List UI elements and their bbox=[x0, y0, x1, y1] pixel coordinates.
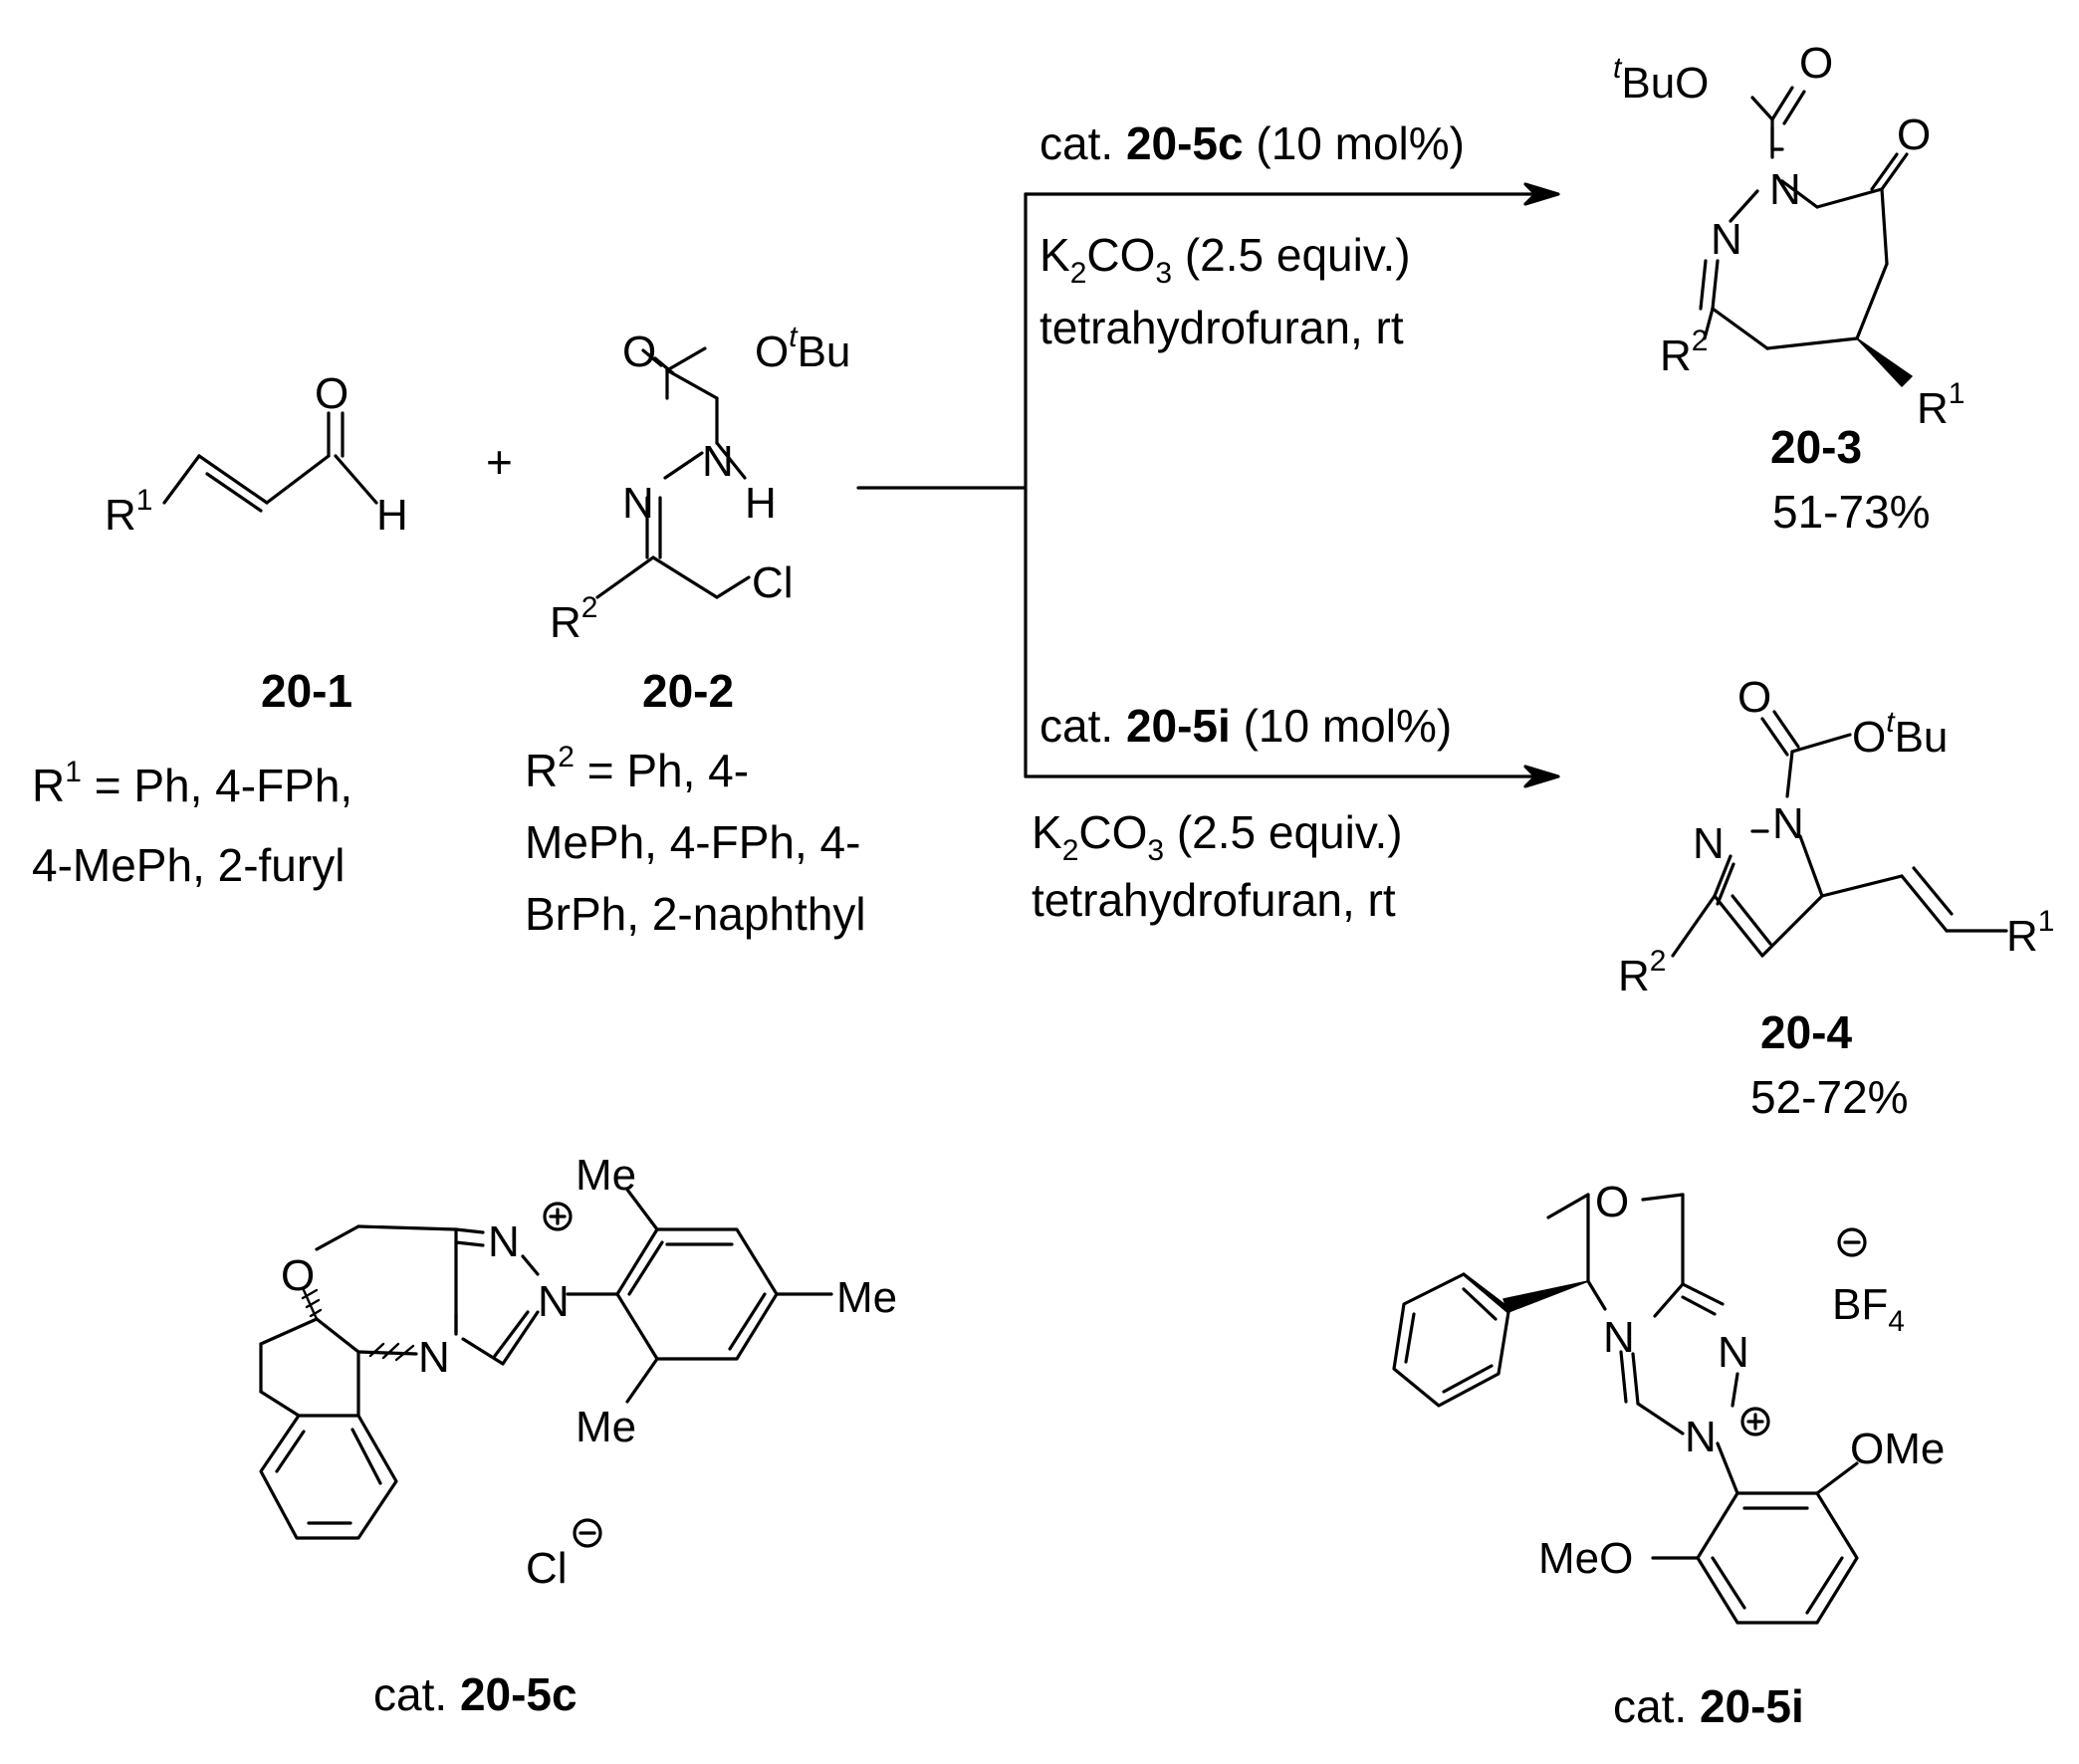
methoxy-right-label: OMe bbox=[1850, 1425, 1945, 1473]
imine-nitrogen-label: N bbox=[622, 479, 654, 528]
catalyst-20-5i-label: cat. 20-5i bbox=[1613, 1680, 1804, 1732]
negative-charge-icon bbox=[1837, 1227, 1867, 1257]
catalyst-20-5c-label: cat. 20-5c bbox=[373, 1668, 578, 1720]
oxazepine-oxygen-label: O bbox=[281, 1251, 315, 1300]
triazolium-n4-label: N bbox=[1603, 1313, 1635, 1362]
r2-group-label: R2 bbox=[550, 591, 597, 647]
reaction-arrows bbox=[856, 182, 1560, 788]
compound-20-1-scope-line2: 4-MePh, 2-furyl bbox=[32, 839, 345, 891]
ester-oxygen-label: OtBu bbox=[755, 321, 850, 376]
carbonyl-oxygen-label: O bbox=[622, 328, 656, 376]
r2-group-label: R2 bbox=[1618, 945, 1666, 1000]
pyrazole-n2-label: N bbox=[1693, 819, 1725, 868]
triazolium-n2-label: N bbox=[538, 1277, 570, 1326]
plus-sign: + bbox=[486, 436, 513, 488]
top-conditions-base: K2CO3 (2.5 equiv.) bbox=[1040, 229, 1411, 290]
compound-20-3-yield: 51-73% bbox=[1772, 486, 1931, 538]
catalyst-20-5i-structure: O N N N OMe MeO BF4 bbox=[1392, 1178, 1945, 1625]
compound-20-1-structure: O H R1 bbox=[105, 369, 408, 540]
ring-carbonyl-oxygen-label: O bbox=[1897, 110, 1931, 159]
carbonyl-oxygen-label: O bbox=[1799, 39, 1833, 88]
top-conditions-solvent: tetrahydrofuran, rt bbox=[1040, 302, 1404, 353]
aldehyde-hydrogen-label: H bbox=[376, 491, 408, 540]
r1-group-label: R1 bbox=[2006, 905, 2054, 961]
compound-20-2-id: 20-2 bbox=[642, 665, 734, 717]
positive-charge-icon bbox=[543, 1202, 573, 1231]
morpholine-oxygen-label: O bbox=[1595, 1178, 1629, 1226]
r2-group-label: R2 bbox=[1660, 325, 1708, 380]
triazolium-n1-label: N bbox=[488, 1217, 520, 1266]
compound-20-1-scope-line1: R1 = Ph, 4-FPh, bbox=[32, 756, 352, 811]
compound-20-2-structure: O OtBu N H N Cl R2 bbox=[550, 321, 850, 647]
compound-20-2-scope-line3: BrPh, 2-naphthyl bbox=[525, 888, 866, 940]
bottom-conditions-catalyst: cat. 20-5i (10 mol%) bbox=[1040, 700, 1452, 752]
aldehyde-oxygen-label: O bbox=[315, 369, 348, 418]
ring-nitrogen-label: N bbox=[1769, 165, 1801, 214]
top-conditions-catalyst: cat. 20-5c (10 mol%) bbox=[1040, 117, 1465, 169]
triazolium-n1-label: N bbox=[1718, 1328, 1749, 1377]
pyrazole-n1-label: N bbox=[1772, 799, 1804, 848]
r1-group-label: R1 bbox=[105, 484, 152, 540]
bottom-conditions-base: K2CO3 (2.5 equiv.) bbox=[1032, 806, 1403, 867]
triazolium-n2-label: N bbox=[1685, 1413, 1717, 1461]
r1-group-label: R1 bbox=[1917, 377, 1964, 433]
compound-20-2-scope-line2: MePh, 4-FPh, 4- bbox=[525, 816, 860, 868]
tbuo-label: tBuO bbox=[1613, 52, 1709, 108]
methyl-para-label: Me bbox=[836, 1273, 897, 1322]
triazolium-n4-label: N bbox=[418, 1333, 450, 1382]
bottom-conditions-solvent: tetrahydrofuran, rt bbox=[1032, 874, 1396, 926]
compound-20-4-structure: O OtBu N N R2 R1 bbox=[1618, 673, 2054, 1000]
chloride-counterion-label: Cl bbox=[526, 1544, 568, 1593]
positive-charge-icon bbox=[1740, 1407, 1770, 1436]
methyl-top-label: Me bbox=[576, 1151, 636, 1200]
methyl-bottom-label: Me bbox=[576, 1403, 636, 1451]
chloride-label: Cl bbox=[752, 558, 794, 607]
nh-nitrogen-label: N bbox=[702, 437, 734, 486]
carbonyl-oxygen-label: O bbox=[1737, 673, 1771, 722]
imine-nitrogen-label: N bbox=[1711, 215, 1742, 264]
compound-20-3-id: 20-3 bbox=[1770, 421, 1862, 473]
compound-20-4-yield: 52-72% bbox=[1750, 1071, 1909, 1123]
compound-20-2-scope-line1: R2 = Ph, 4- bbox=[525, 741, 749, 796]
compound-20-4-id: 20-4 bbox=[1760, 1006, 1852, 1058]
ester-oxygen-label: OtBu bbox=[1852, 706, 1948, 762]
nh-hydrogen-label: H bbox=[745, 479, 777, 528]
methoxy-left-label: MeO bbox=[1538, 1534, 1633, 1583]
negative-charge-icon bbox=[573, 1518, 602, 1548]
tetrafluoroborate-label: BF4 bbox=[1832, 1280, 1905, 1338]
compound-20-3-structure: tBuO O O N N R2 R1 bbox=[1613, 39, 1964, 433]
catalyst-20-5c-structure: O N N N Me Me Me Cl bbox=[259, 1151, 897, 1593]
compound-20-1-id: 20-1 bbox=[261, 665, 352, 717]
